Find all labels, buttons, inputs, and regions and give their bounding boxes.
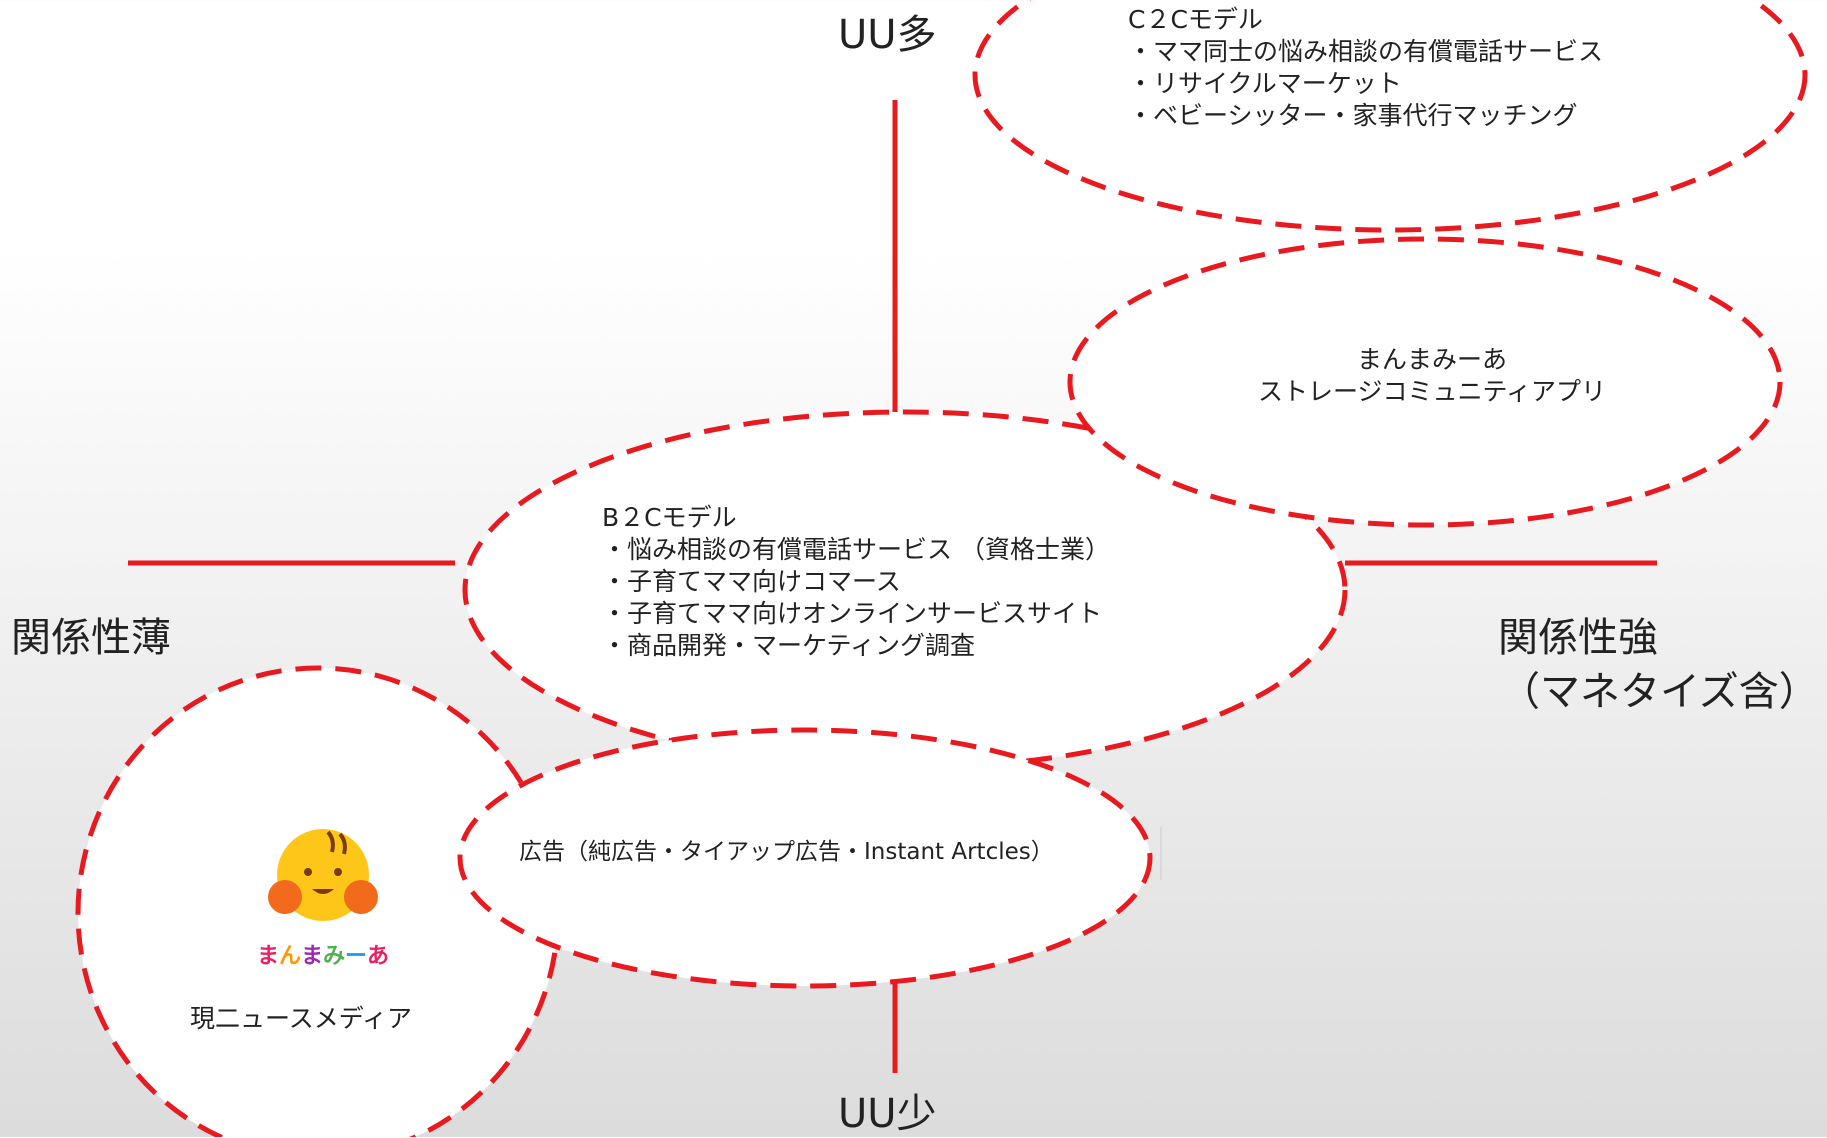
- b2c-item: ・商品開発・マーケティング調査: [602, 631, 976, 660]
- current-media-caption: 現二ュースメディア: [190, 1004, 413, 1033]
- axis-label-right-1: 関係性強: [1498, 615, 1658, 661]
- c2c-item: ・ベビーシッター・家事代行マッチング: [1128, 101, 1578, 130]
- b2c-bubble: [462, 409, 1348, 771]
- b2c-item: ・子育てママ向けコマース: [602, 567, 901, 596]
- app-bubble: [1067, 236, 1783, 528]
- app-description: ストレージコミュニティアプリ: [1257, 377, 1606, 406]
- axis-label-top: UU多: [838, 12, 937, 58]
- axis-label-right-2: （マネタイズ含）: [1500, 669, 1819, 715]
- b2c-text: B２Cモデル ・悩み相談の有償電話サービス （資格士業） ・子育てママ向けコマー…: [602, 502, 1110, 662]
- b2c-item: ・悩み相談の有償電話サービス （資格士業）: [602, 535, 1110, 564]
- b2c-title: B２Cモデル: [602, 503, 737, 532]
- c2c-bubble: [972, 0, 1808, 233]
- c2c-item: ・リサイクルマーケット: [1128, 69, 1402, 98]
- c2c-text: C２Cモデル ・ママ同士の悩み相談の有償電話サービス ・リサイクルマーケット ・…: [1128, 4, 1603, 132]
- c2c-title: C２Cモデル: [1128, 5, 1263, 34]
- ads-bubble: [457, 727, 1153, 989]
- app-name: まんまみーあ: [1356, 345, 1507, 374]
- c2c-item: ・ママ同士の悩み相談の有償電話サービス: [1128, 37, 1604, 66]
- app-text: まんまみーあ ストレージコミュニティアプリ: [1230, 344, 1634, 408]
- ads-text: 広告（純広告・タイアップ広告・Instant Artcles）: [519, 839, 1054, 865]
- axis-label-bottom: UU少: [838, 1091, 937, 1137]
- b2c-item: ・子育てママ向けオンラインサービスサイト: [602, 599, 1103, 628]
- axis-label-left: 関係性薄: [11, 615, 171, 661]
- mammamia-logo-icon: まんまみーあ: [257, 829, 389, 969]
- logo-text: まんまみーあ: [257, 944, 389, 969]
